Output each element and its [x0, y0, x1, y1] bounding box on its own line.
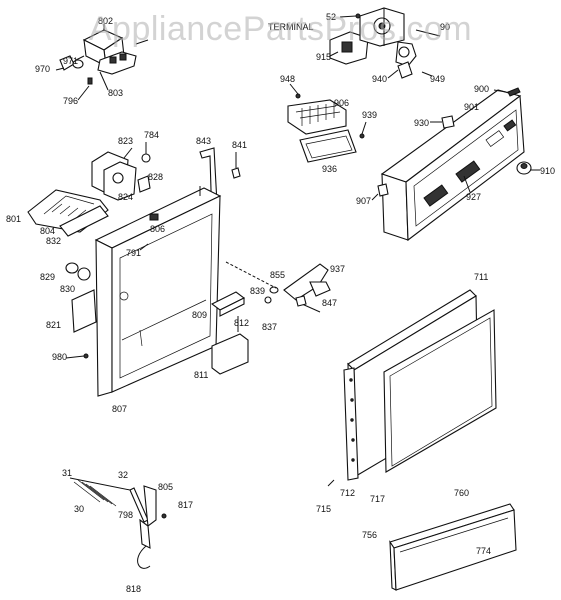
label-812: 812	[234, 318, 249, 328]
label-803: 803	[108, 88, 123, 98]
label-791: 791	[126, 248, 141, 258]
label-802: 802	[98, 16, 113, 26]
label-829: 829	[40, 272, 55, 282]
hinge-spring-parts	[69, 477, 167, 569]
toe-panel-774	[389, 503, 517, 591]
label-901: 901	[464, 102, 479, 112]
label-32: 32	[118, 470, 128, 480]
label-712: 712	[340, 488, 355, 498]
label-760: 760	[454, 488, 469, 498]
label-940: 940	[372, 74, 387, 84]
terminal-header-fragment: TERMINAL	[268, 22, 314, 32]
label-711: 711	[474, 272, 488, 282]
label-805: 805	[158, 482, 173, 492]
label-948: 948	[280, 74, 295, 84]
latch-parts-937	[225, 261, 331, 313]
terminal-assembly	[329, 7, 441, 79]
label-855: 855	[270, 270, 285, 280]
label-774: 774	[476, 546, 491, 556]
label-970: 970	[35, 64, 50, 74]
label-843: 843	[196, 136, 211, 146]
label-30: 30	[74, 504, 84, 514]
label-939: 939	[362, 110, 377, 120]
label-906: 906	[334, 98, 349, 108]
label-823: 823	[118, 136, 133, 146]
outer-door-panels	[327, 289, 497, 487]
label-900: 900	[474, 84, 489, 94]
label-31: 31	[62, 468, 72, 478]
latch-assembly-802	[59, 24, 149, 85]
label-784: 784	[144, 130, 159, 140]
label-937: 937	[330, 264, 345, 274]
label-936: 936	[322, 164, 337, 174]
control-panel-901	[377, 87, 532, 242]
label-828: 828	[148, 172, 163, 182]
label-811: 811	[194, 370, 208, 380]
label-807: 807	[112, 404, 127, 414]
label-809: 809	[192, 310, 207, 320]
label-949: 949	[430, 74, 445, 84]
label-824: 824	[118, 192, 133, 202]
label-818: 818	[126, 584, 141, 594]
label-801: 801	[6, 214, 21, 224]
label-839: 839	[250, 286, 265, 296]
label-971: 971	[63, 56, 78, 66]
label-927: 927	[466, 192, 481, 202]
handle-parts	[210, 291, 249, 375]
label-717: 717	[370, 494, 385, 504]
label-90x: 90	[440, 22, 450, 32]
label-915: 915	[316, 52, 331, 62]
label-796: 796	[63, 96, 78, 106]
label-907: 907	[356, 196, 371, 206]
label-832: 832	[46, 236, 61, 246]
label-830: 830	[60, 284, 75, 294]
label-930: 930	[414, 118, 429, 128]
label-798: 798	[118, 510, 133, 520]
label-847: 847	[322, 298, 337, 308]
label-804: 804	[40, 226, 55, 236]
selector-switch-906	[287, 93, 365, 163]
label-841: 841	[232, 140, 247, 150]
dispenser-parts	[27, 148, 151, 237]
label-910: 910	[540, 166, 555, 176]
label-817: 817	[178, 500, 193, 510]
label-756: 756	[362, 530, 377, 540]
label-52: 52	[326, 12, 336, 22]
label-980: 980	[52, 352, 67, 362]
label-806: 806	[150, 224, 165, 234]
label-821: 821	[46, 320, 61, 330]
label-837: 837	[262, 322, 277, 332]
label-715: 715	[316, 504, 331, 514]
inner-door-807	[71, 186, 222, 397]
